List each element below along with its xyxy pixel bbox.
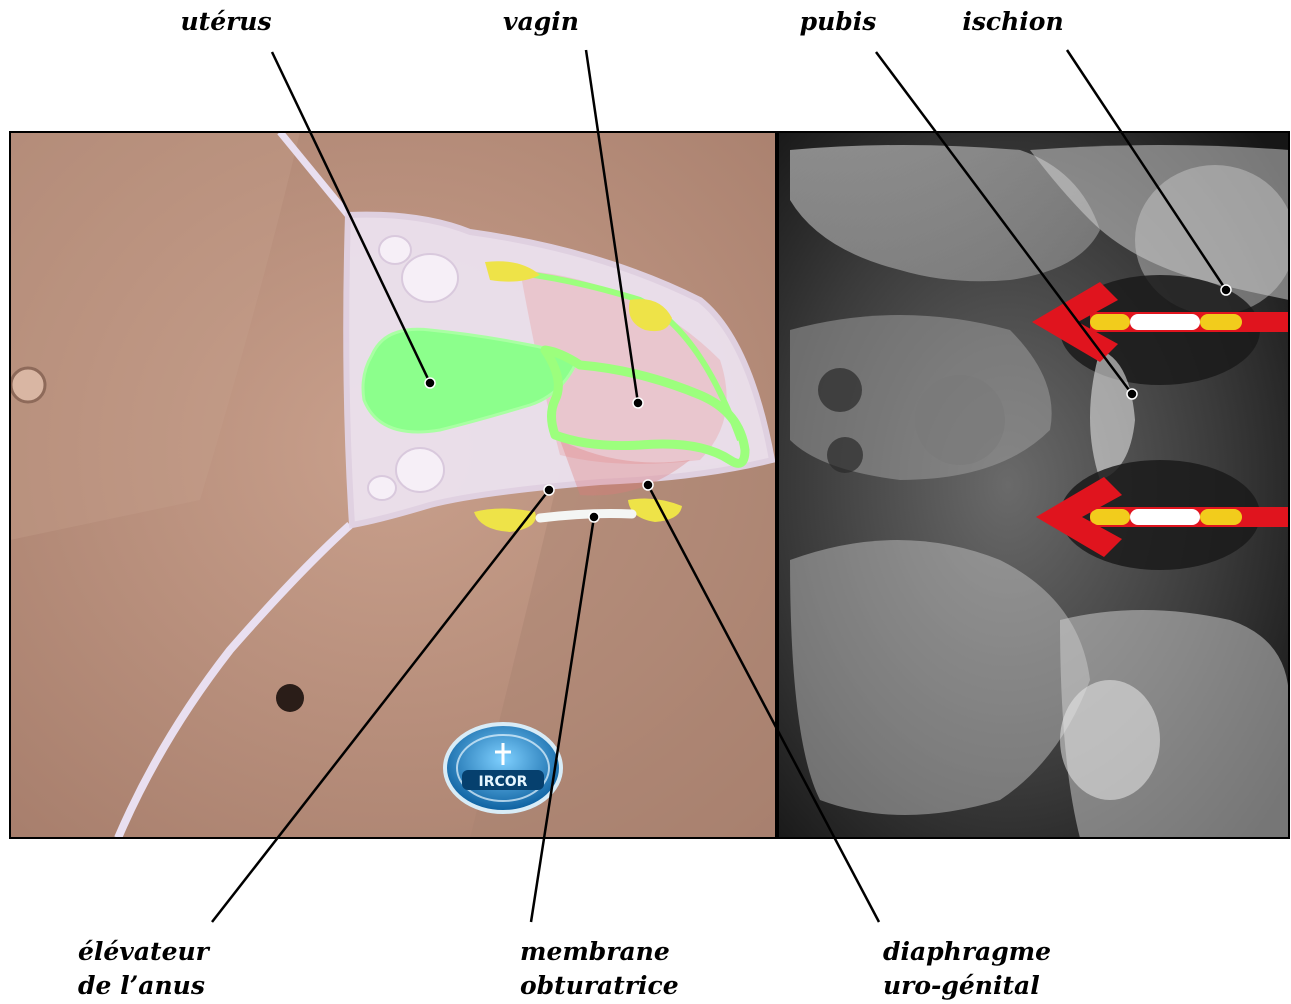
label-elevateur-line2: de l’anus [78,971,205,1000]
label-uterus: utérus [180,7,271,36]
dot-ischion [1221,285,1231,295]
logo-text: IRCOR [479,774,528,790]
label-pubis: pubis [800,7,877,36]
ircor-logo-icon: IRCOR [445,724,561,812]
label-membrane-line1: membrane [520,937,670,966]
dot-pubis [1127,389,1137,399]
label-diaphragme-line2: uro-génital [883,971,1040,1000]
dot-uterus [425,378,435,388]
dot-elevateur [544,485,554,495]
label-ischion: ischion [962,7,1063,36]
dark-spot-icon [276,684,304,712]
label-membrane-line2: obturatrice [520,971,679,1000]
dot-vagin [633,398,643,408]
label-elevateur-line1: élévateur [78,937,211,966]
skin-ring-icon [11,368,45,402]
label-diaphragme-line1: diaphragme [883,937,1051,966]
obturator-membrane-strip [540,514,632,519]
xray-panel [778,132,1291,838]
dot-membrane [589,512,599,522]
model-photo-panel: IRCOR [10,132,776,838]
label-vagin: vagin [503,7,579,36]
dot-diaphragme [643,480,653,490]
